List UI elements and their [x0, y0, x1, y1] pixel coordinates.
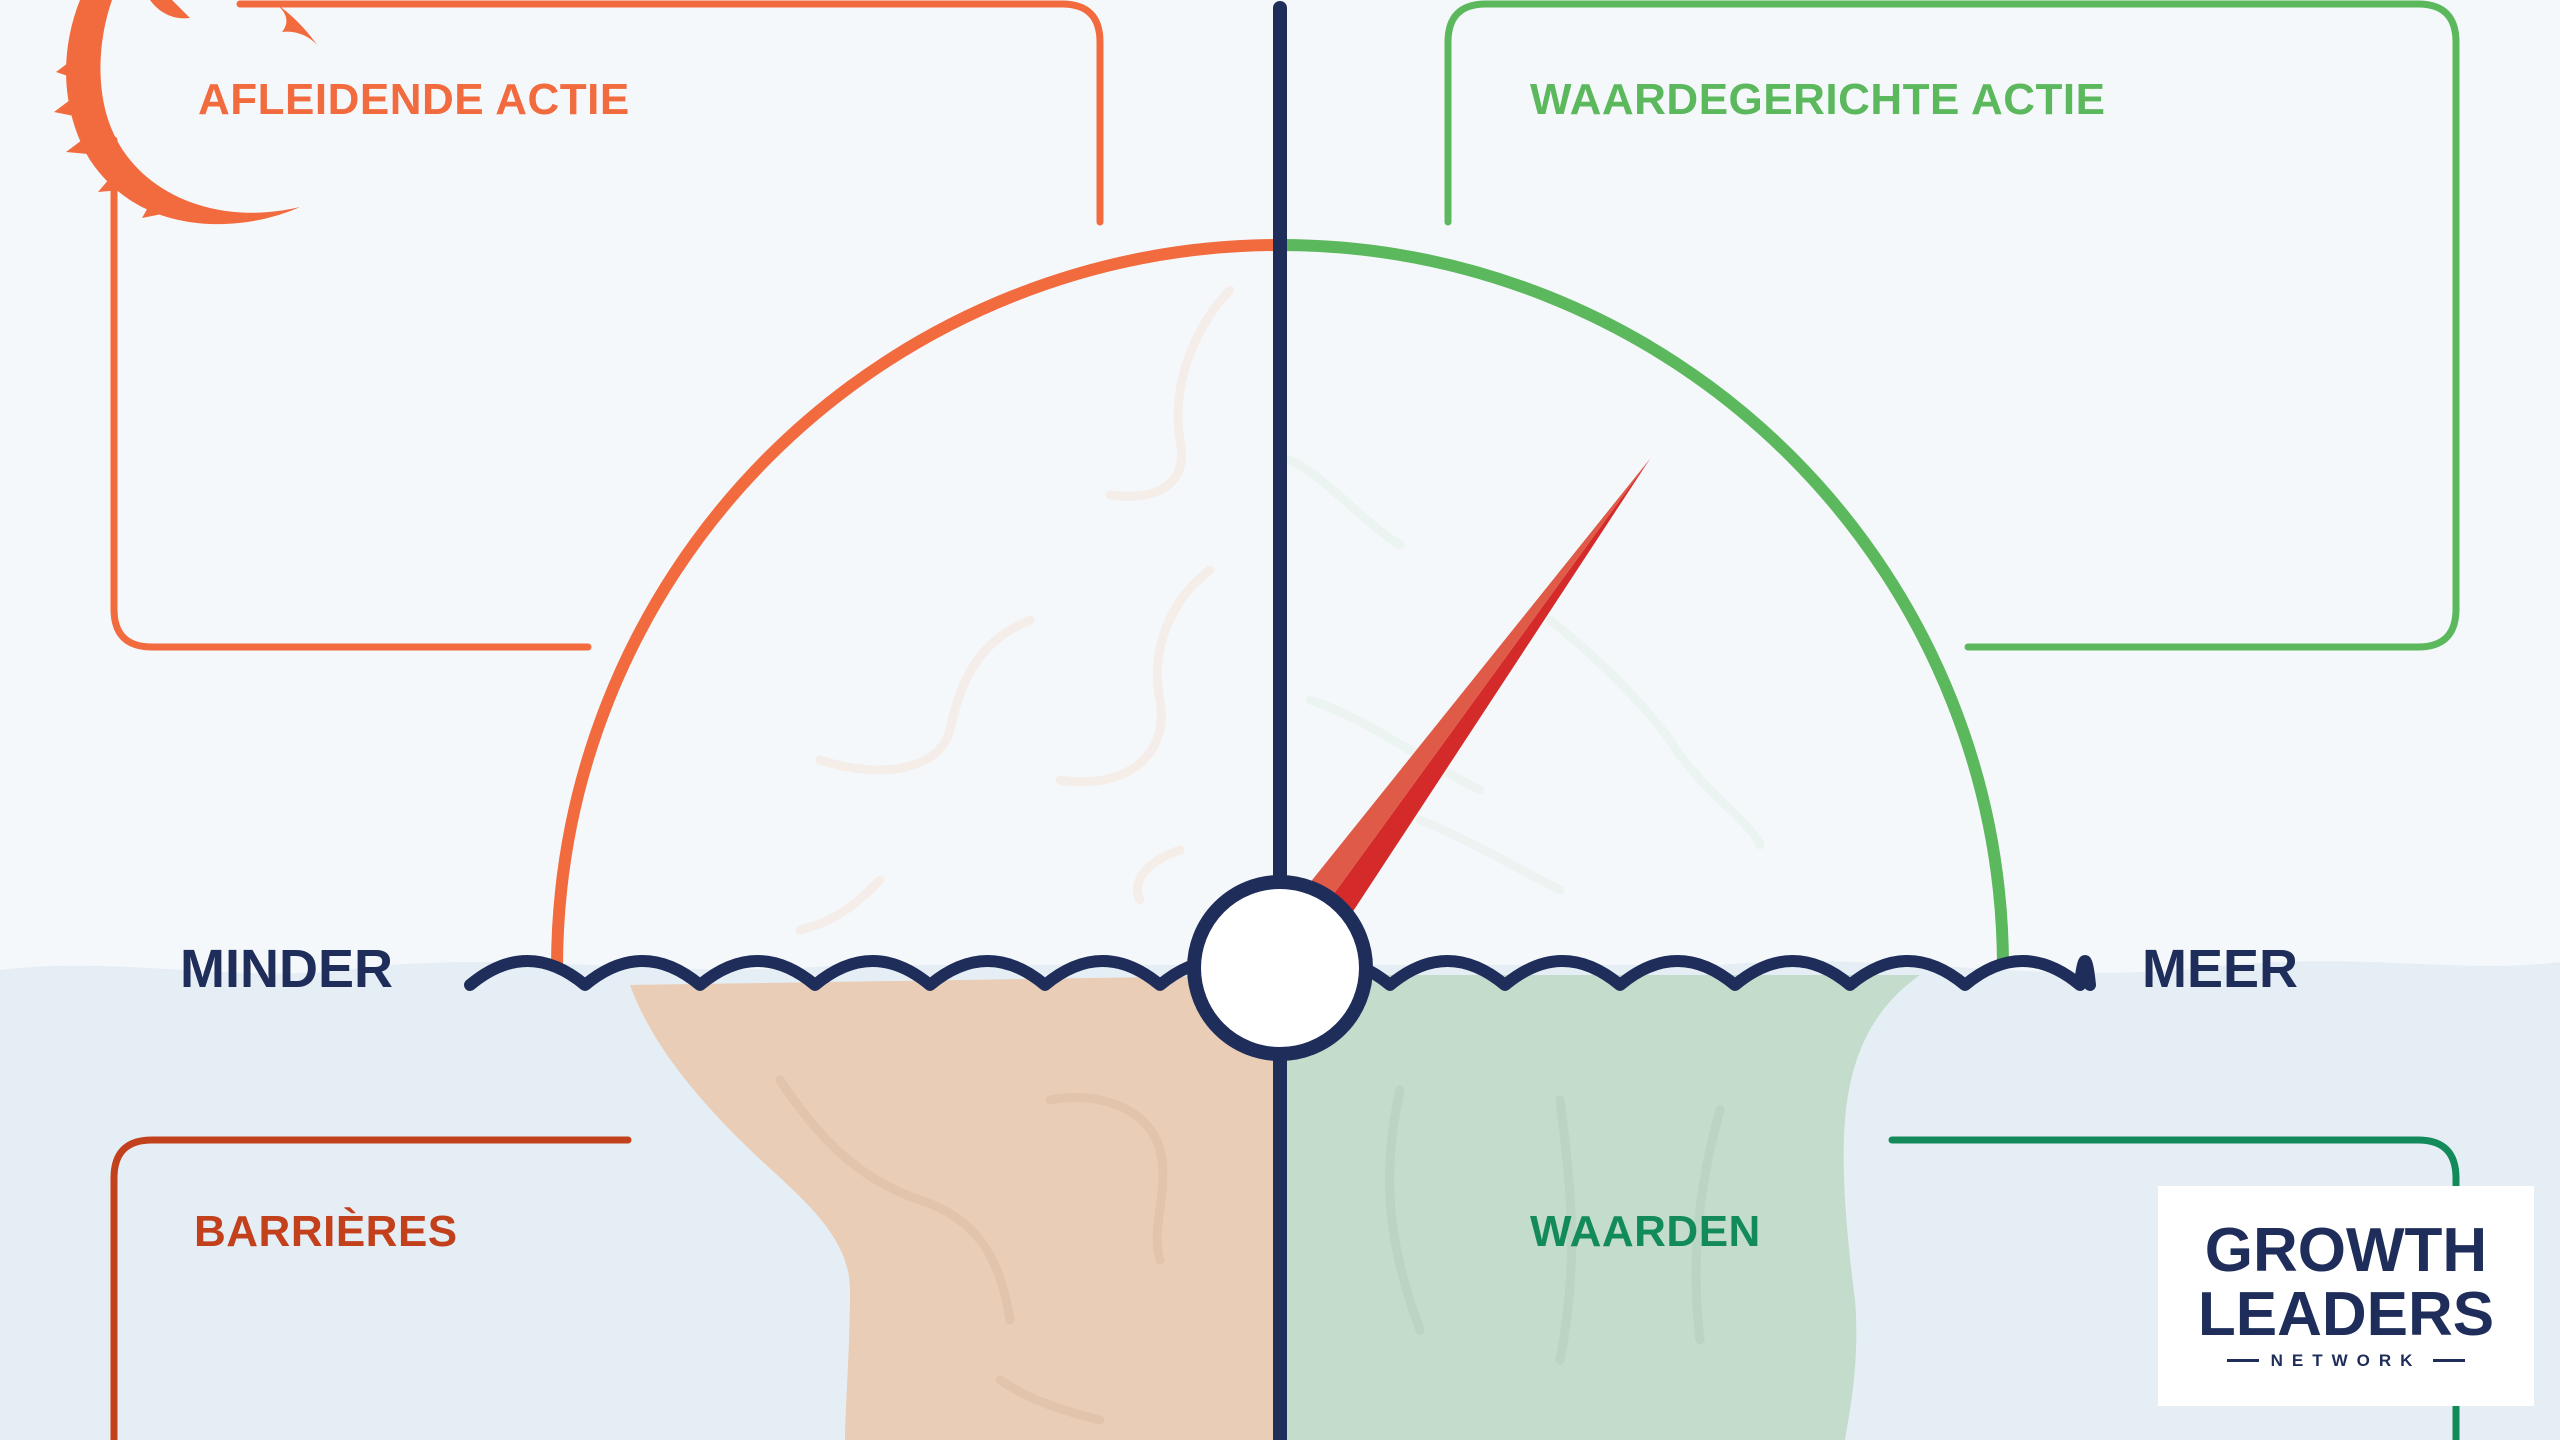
- gauge-arc-right: [1279, 239, 2009, 969]
- brain-sketch-upper: [795, 285, 1765, 935]
- logo-tagline: NETWORK: [2158, 1352, 2534, 1369]
- gauge-center-hub: [1187, 875, 1373, 1061]
- box-barrieres: [110, 1136, 632, 1440]
- logo-rule-right: [2433, 1359, 2466, 1362]
- box-waarden: [1888, 1136, 2460, 1440]
- gauge-arc-left: [551, 239, 1281, 969]
- box-waardegerichte-actie: [1444, 0, 2460, 651]
- logo-rule-left: [2226, 1359, 2259, 1362]
- logo-line-growth: GROWTH: [2204, 1216, 2488, 1285]
- dragon-ornament: [54, 0, 318, 225]
- gauge-needle: [1255, 458, 1651, 986]
- label-meer: MEER: [2142, 939, 2299, 999]
- label-waardegerichte-actie: WAARDEGERICHTE ACTIE: [1530, 75, 2106, 124]
- label-barrieres: BARRIÈRES: [194, 1207, 458, 1256]
- label-minder: MINDER: [180, 939, 393, 999]
- underwater-brain-left: [630, 975, 1280, 1440]
- brain-sketch-lower: [775, 1075, 1725, 1425]
- logo-line-network: NETWORK: [2270, 1351, 2422, 1370]
- underwater-brain-right: [1280, 975, 1920, 1440]
- box-afleidende-actie: [110, 0, 1104, 651]
- growth-leaders-logo: GROWTH LEADERS NETWORK: [2158, 1186, 2534, 1406]
- logo-line-leaders: LEADERS: [2197, 1280, 2495, 1349]
- label-afleidende-actie: AFLEIDENDE ACTIE: [198, 75, 630, 124]
- label-waarden: WAARDEN: [1530, 1207, 1761, 1256]
